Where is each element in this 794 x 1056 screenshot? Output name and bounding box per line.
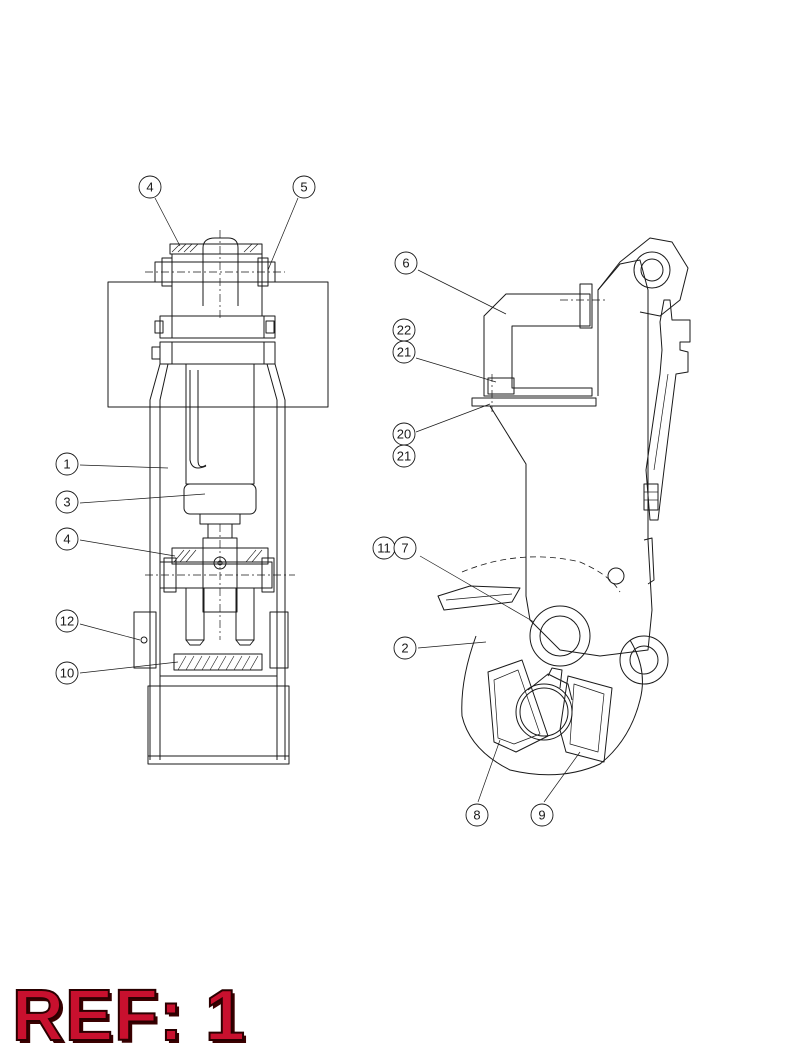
jaw-block-9	[559, 675, 613, 763]
workpiece	[515, 683, 573, 741]
balloon-left-10: 10	[55, 661, 79, 685]
svg-text:4: 4	[63, 532, 70, 547]
balloon-right-21-top: 21	[392, 340, 416, 364]
svg-text:11: 11	[377, 541, 391, 556]
main-pivot	[529, 605, 591, 667]
side-view	[437, 237, 691, 776]
svg-text:21: 21	[397, 345, 411, 360]
main-arm	[489, 259, 653, 657]
svg-text:1: 1	[63, 457, 70, 472]
mounting-plate	[107, 281, 329, 408]
svg-text:22: 22	[397, 323, 411, 338]
svg-text:2: 2	[401, 641, 408, 656]
balloon-left-12: 12	[55, 609, 79, 633]
leader-lines	[79, 197, 581, 803]
svg-text:7: 7	[401, 541, 408, 556]
jaw-block-8	[487, 659, 549, 753]
balloon-right-9: 9	[530, 803, 554, 827]
cylinder	[185, 363, 255, 485]
balloon-right-6: 6	[394, 251, 418, 275]
balloon-left-4-mid: 4	[55, 527, 79, 551]
lever-outline	[461, 556, 621, 593]
lower-housing	[133, 611, 157, 669]
svg-text:6: 6	[402, 256, 409, 271]
link-rod	[645, 299, 691, 521]
balloon-right-11: 11	[372, 536, 396, 560]
balloon-left-1: 1	[55, 452, 79, 476]
balloon-right-8: 8	[465, 803, 489, 827]
balloon-right-21-bottom: 21	[392, 444, 416, 468]
balloon-right-22: 22	[392, 318, 416, 342]
balloon-right-2: 2	[393, 636, 417, 660]
svg-text:4: 4	[146, 180, 153, 195]
balloon-right-20: 20	[392, 422, 416, 446]
balloon-left-4-top: 4	[138, 175, 162, 199]
lever-plate	[461, 635, 643, 776]
svg-text:20: 20	[397, 427, 411, 442]
balloon-left-3: 3	[55, 490, 79, 514]
svg-text:5: 5	[300, 180, 307, 195]
reference-label: REF: 1	[11, 976, 247, 1056]
balloon-left-5: 5	[292, 175, 316, 199]
svg-text:8: 8	[473, 808, 480, 823]
bracket	[483, 293, 593, 397]
svg-text:9: 9	[538, 808, 545, 823]
svg-text:12: 12	[60, 614, 74, 629]
balloon-right-7: 7	[393, 536, 417, 560]
svg-text:10: 10	[60, 666, 74, 681]
svg-text:21: 21	[397, 449, 411, 464]
front-view	[107, 230, 329, 765]
svg-text:3: 3	[63, 495, 70, 510]
